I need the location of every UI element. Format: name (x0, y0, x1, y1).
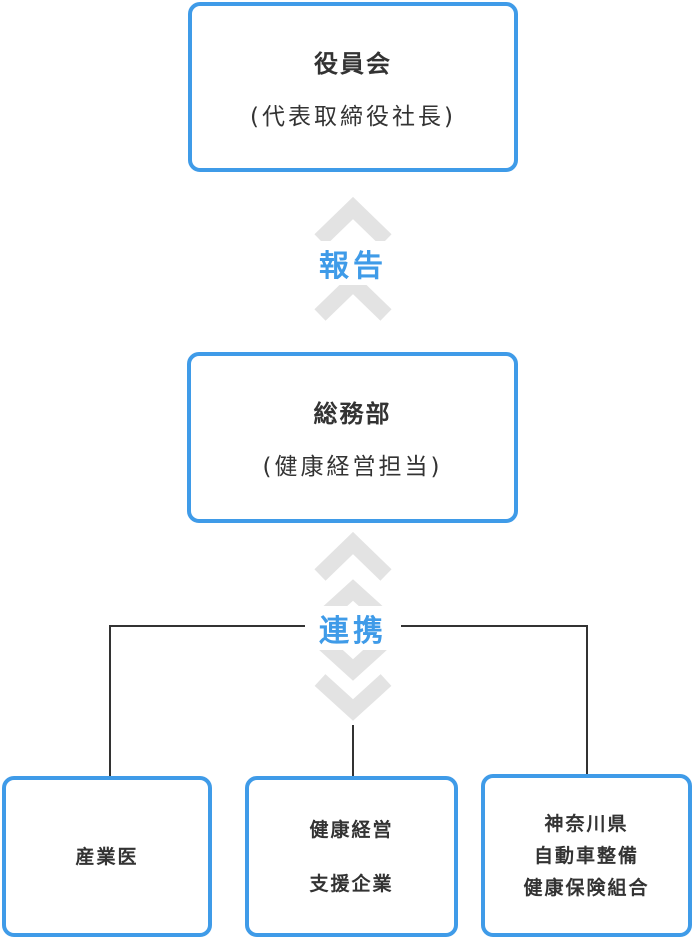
health-insurance-association-box: 神奈川県 自動車整備 健康保険組合 (481, 774, 692, 937)
executive-board-box: 役員会 (代表取締役社長) (188, 2, 518, 172)
general-affairs-subtitle: (健康経営担当) (262, 454, 443, 480)
health-support-company-line1: 健康経営 (309, 818, 394, 841)
general-affairs-box: 総務部 (健康経営担当) (187, 352, 518, 523)
health-support-company-box: 健康経営 支援企業 (245, 776, 458, 937)
health-insurance-association-line2: 自動車整備 (533, 844, 639, 867)
link-label: 連携 (305, 606, 401, 650)
executive-board-title: 役員会 (314, 49, 392, 78)
occupational-physician-label: 産業医 (75, 845, 139, 868)
occupational-physician-box: 産業医 (2, 776, 212, 937)
general-affairs-title: 総務部 (313, 400, 392, 428)
health-insurance-association-line1: 神奈川県 (544, 812, 629, 835)
report-label: 報告 (305, 241, 401, 285)
health-support-company-line2: 支援企業 (309, 872, 394, 895)
health-insurance-association-line3: 健康保険組合 (523, 876, 650, 899)
connector-lines (109, 625, 588, 776)
executive-board-subtitle: (代表取締役社長) (250, 103, 456, 130)
